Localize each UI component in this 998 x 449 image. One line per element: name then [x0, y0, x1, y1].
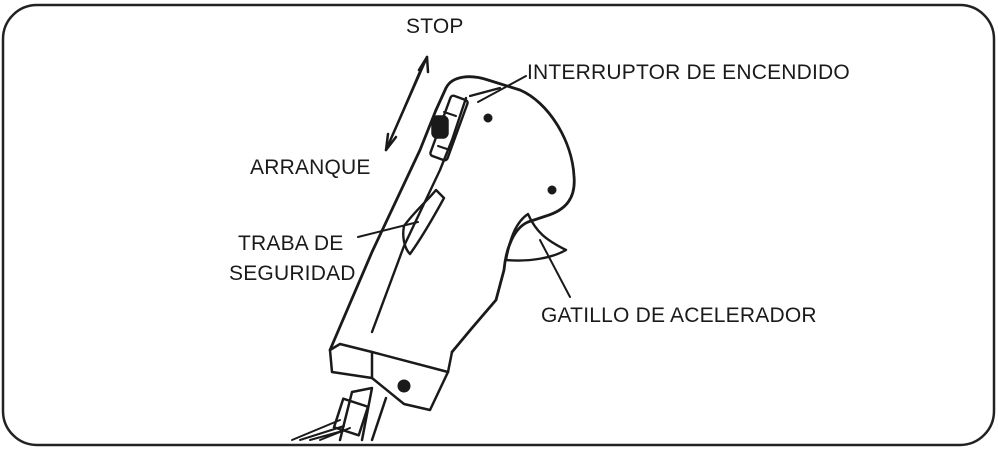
label-safety-lock-line2: SEGURIDAD: [229, 262, 356, 285]
label-ignition-switch: INTERRUPTOR DE ENCENDIDO: [527, 61, 850, 84]
shaft: [338, 386, 374, 442]
stop-start-arrow-icon: [384, 55, 430, 152]
leader-throttle: [539, 239, 571, 298]
leader-lines: [357, 75, 571, 298]
label-start: ARRANQUE: [250, 156, 371, 179]
label-stop: STOP: [406, 15, 464, 38]
label-safety-lock-line1: TRABA DE: [238, 232, 344, 255]
screw-top: [483, 113, 493, 123]
leader-ignition-switch: [477, 75, 527, 103]
label-throttle-trigger: GATILLO DE ACELERADOR: [541, 304, 817, 327]
safety-lock-lever: [402, 188, 446, 256]
rounded-frame: [1, 3, 996, 447]
screw-mid: [547, 185, 557, 195]
screw-bottom: [397, 379, 411, 393]
trimmer-handle-drawing: [291, 75, 576, 442]
throttle-trigger: [504, 212, 568, 262]
bottom-collar: [328, 342, 374, 380]
leader-safety-lock: [357, 221, 419, 238]
ignition-switch-icon: [429, 94, 469, 162]
handle-left-edge: [328, 108, 438, 352]
shaft-bristles: [291, 419, 351, 441]
